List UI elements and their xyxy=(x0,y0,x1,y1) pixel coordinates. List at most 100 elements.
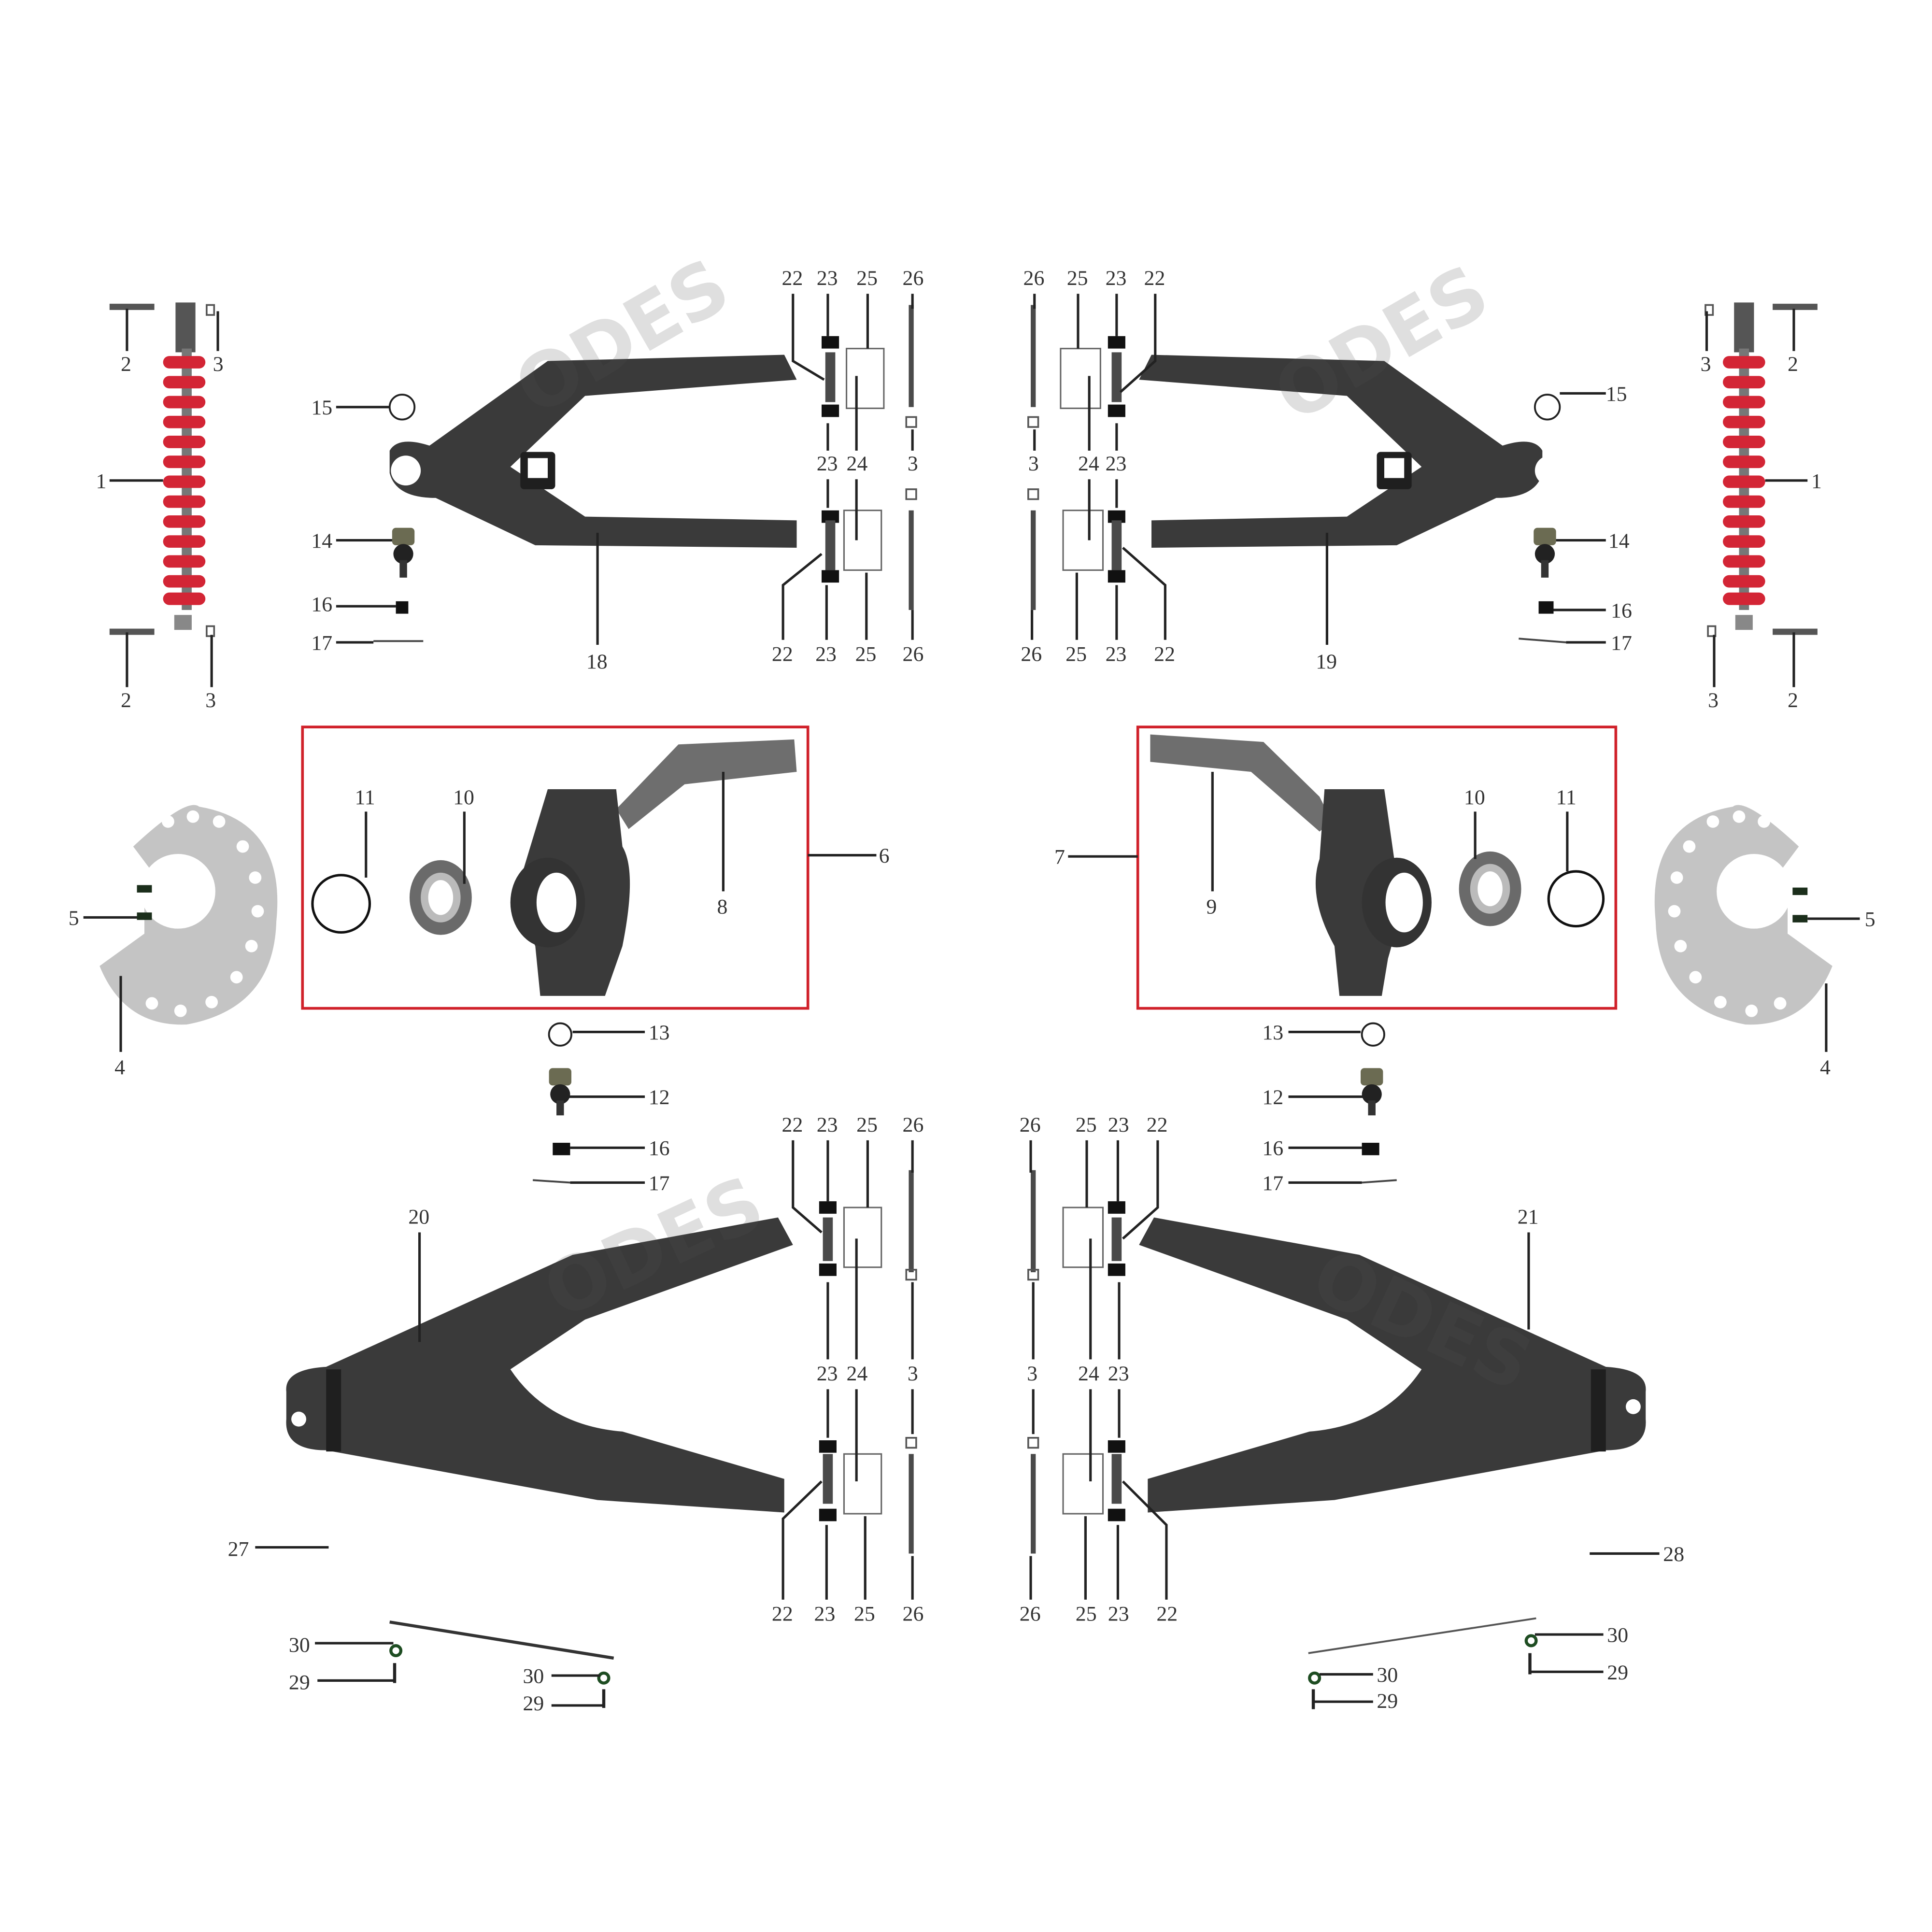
bolt-icon xyxy=(1773,303,1818,310)
upper-control-arm-right[interactable]: ODES xyxy=(1139,248,1565,548)
svg-text:22: 22 xyxy=(1144,267,1165,290)
bushing-stack-lower-left xyxy=(819,1170,917,1554)
svg-text:3: 3 xyxy=(1027,1362,1037,1385)
callout-12: 12 xyxy=(1262,1086,1283,1109)
callout-5: 5 xyxy=(69,907,79,930)
svg-text:24: 24 xyxy=(847,452,868,475)
svg-text:25: 25 xyxy=(1067,267,1088,290)
spring-right xyxy=(1723,356,1765,605)
svg-text:22: 22 xyxy=(1156,1603,1178,1626)
callout-13: 13 xyxy=(1262,1021,1283,1044)
shock-top-mount xyxy=(175,302,196,353)
callout-30: 30 xyxy=(1377,1663,1398,1687)
svg-text:23: 23 xyxy=(817,1113,838,1136)
circlip-icon xyxy=(1534,394,1561,421)
svg-text:24: 24 xyxy=(1078,452,1099,475)
svg-text:23: 23 xyxy=(1106,452,1127,475)
svg-text:25: 25 xyxy=(854,1603,875,1626)
brake-hose-left xyxy=(389,1620,614,1660)
svg-text:26: 26 xyxy=(903,267,924,290)
lower-control-arm-right[interactable]: ODES xyxy=(1139,1217,1646,1513)
callout-3: 3 xyxy=(1708,689,1719,712)
callout-29: 29 xyxy=(523,1692,544,1715)
screw-icon xyxy=(1792,887,1808,895)
callout-16: 16 xyxy=(311,593,332,616)
callout-row-upper-left-mid: 23 24 3 xyxy=(817,376,918,540)
callout-2: 2 xyxy=(121,689,131,712)
svg-text:26: 26 xyxy=(1020,1603,1041,1626)
callout-2: 2 xyxy=(121,353,131,376)
svg-text:23: 23 xyxy=(817,452,838,475)
svg-text:24: 24 xyxy=(847,1362,868,1385)
ball-joint-lower-right xyxy=(1361,1068,1383,1116)
callout-17: 17 xyxy=(649,1172,670,1195)
callout-3: 3 xyxy=(213,353,224,376)
callout-1: 1 xyxy=(1811,469,1822,493)
brake-disc-right[interactable] xyxy=(1654,805,1833,1025)
o-ring-icon xyxy=(1524,1634,1538,1648)
svg-text:23: 23 xyxy=(1108,1603,1129,1626)
svg-text:26: 26 xyxy=(1021,643,1042,666)
ball-joint-upper-left xyxy=(392,527,415,578)
bearing-right xyxy=(1459,851,1521,926)
bolt-icon xyxy=(1773,628,1818,635)
knuckle-group-box-right xyxy=(1136,725,1618,1010)
svg-text:3: 3 xyxy=(908,1362,918,1385)
callout-row-upper-right-bottom: 26 25 23 22 xyxy=(1021,547,1175,666)
cotter-pin-icon xyxy=(532,1179,570,1184)
o-ring-icon xyxy=(389,1644,403,1658)
callout-15: 15 xyxy=(1606,383,1627,406)
bolt-icon xyxy=(109,303,155,310)
steering-knuckle-left[interactable] xyxy=(510,739,797,996)
callout-18: 18 xyxy=(586,650,608,673)
circlip-icon xyxy=(1361,1022,1385,1047)
steering-knuckle-right[interactable] xyxy=(1150,734,1432,996)
castle-nut-icon xyxy=(396,601,409,614)
callout-17: 17 xyxy=(1611,631,1632,654)
lower-control-arm-left[interactable]: ODES xyxy=(286,1160,793,1513)
callout-row-lower-left-mid: 23 24 3 xyxy=(817,1238,918,1482)
callout-row-lower-left-bottom: 22 23 25 26 xyxy=(772,1480,923,1626)
circlip-icon xyxy=(1547,870,1605,928)
brake-hose-right xyxy=(1308,1617,1536,1654)
castle-nut-icon xyxy=(1362,1142,1379,1155)
knuckle-group-box-left xyxy=(301,725,810,1010)
o-ring-icon xyxy=(1308,1671,1321,1685)
callout-30: 30 xyxy=(523,1665,544,1688)
callout-16: 16 xyxy=(1611,599,1632,622)
svg-text:23: 23 xyxy=(815,643,837,666)
callout-14: 14 xyxy=(311,529,332,553)
circlip-icon xyxy=(388,394,416,421)
svg-text:26: 26 xyxy=(903,643,924,666)
bushing-stack-upper-left xyxy=(822,305,917,610)
svg-text:25: 25 xyxy=(855,643,877,666)
callout-17: 17 xyxy=(311,631,332,654)
shock-absorber-right[interactable] xyxy=(1723,302,1765,630)
nut-icon xyxy=(206,304,215,316)
callout-3: 3 xyxy=(205,689,216,712)
bearing-left xyxy=(409,860,472,935)
svg-text:23: 23 xyxy=(1108,1113,1129,1136)
callout-13: 13 xyxy=(649,1021,670,1044)
screw-icon xyxy=(1792,915,1808,923)
callout-row-upper-right-mid: 3 24 23 xyxy=(1028,376,1127,540)
nut-icon xyxy=(1707,625,1717,637)
callout-11: 11 xyxy=(1556,786,1577,809)
callout-29: 29 xyxy=(1607,1661,1628,1684)
svg-text:3: 3 xyxy=(1028,452,1039,475)
shock-absorber-left[interactable] xyxy=(163,302,206,630)
watermark: ODES xyxy=(501,242,744,432)
svg-text:23: 23 xyxy=(814,1603,836,1626)
callout-7: 7 xyxy=(1054,846,1065,869)
bolt-icon xyxy=(109,628,155,635)
brake-disc-left[interactable] xyxy=(99,805,278,1025)
callout-21: 21 xyxy=(1518,1206,1539,1229)
svg-text:3: 3 xyxy=(908,452,918,475)
callout-4: 4 xyxy=(114,1056,125,1079)
upper-control-arm-left[interactable]: ODES xyxy=(389,242,797,548)
callout-28: 28 xyxy=(1663,1543,1684,1566)
nut-icon xyxy=(206,625,215,637)
castle-nut-icon xyxy=(553,1142,570,1155)
o-ring-icon xyxy=(597,1671,611,1685)
